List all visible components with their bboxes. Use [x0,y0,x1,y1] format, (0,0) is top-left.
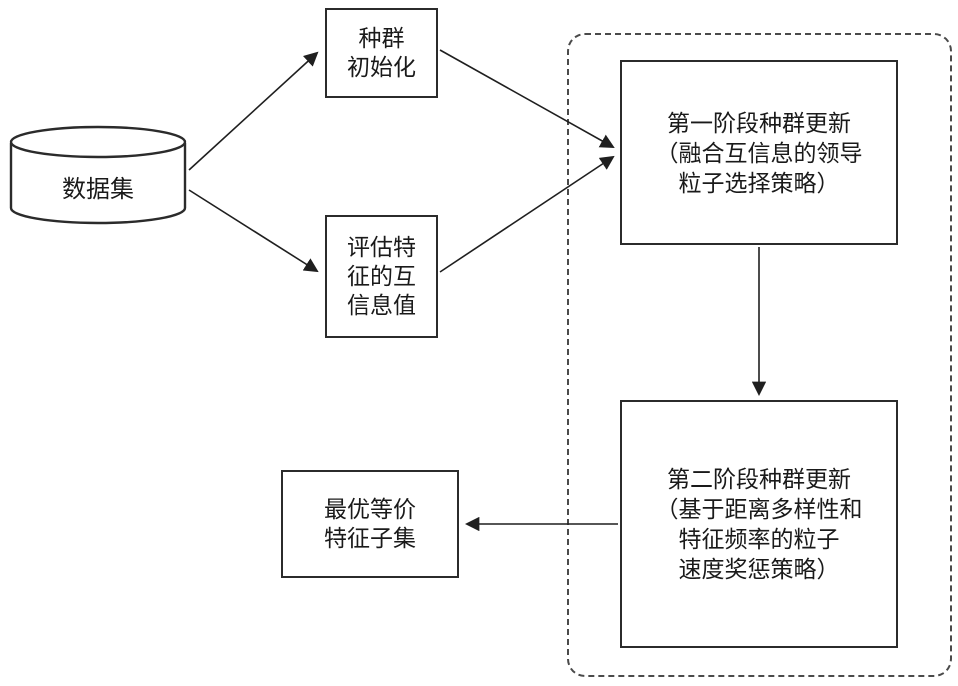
two-stage-group-frame [567,33,952,677]
arrow-dataset-to-mutual-info [188,189,319,273]
node-result-subset: 最优等价 特征子集 [281,470,459,578]
dataset-label: 数据集 [62,176,134,203]
node-mutual-info: 评估特 征的互 信息值 [325,215,438,338]
mutual-info-label: 评估特 征的互 信息值 [347,234,416,318]
node-stage2-update: 第二阶段种群更新 （基于距离多样性和 特征频率的粒子 速度奖惩策略） [620,400,898,648]
node-dataset: 数据集 [8,124,188,226]
node-stage1-update: 第一阶段种群更新 （融合互信息的领导 粒子选择策略） [620,60,898,245]
population-init-label: 种群 初始化 [347,25,416,80]
stage1-label: 第一阶段种群更新 （融合互信息的领导 粒子选择策略） [655,109,863,196]
arrow-dataset-to-population-init [188,51,319,171]
result-label: 最优等价 特征子集 [324,496,416,551]
node-population-init: 种群 初始化 [325,8,438,98]
stage2-label: 第二阶段种群更新 （基于距离多样性和 特征频率的粒子 速度奖惩策略） [655,466,863,582]
database-cylinder-icon [9,125,187,225]
